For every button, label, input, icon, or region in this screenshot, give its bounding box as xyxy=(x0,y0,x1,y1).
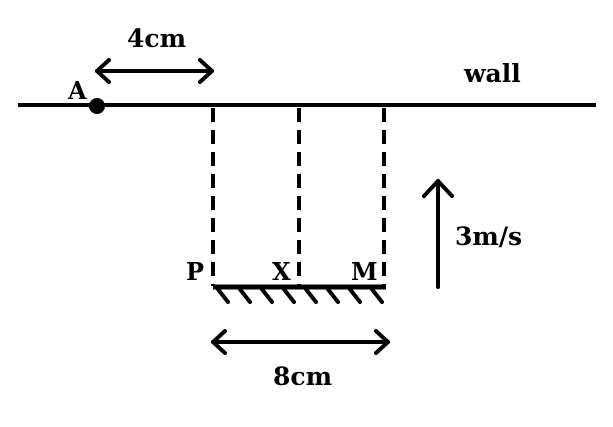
label-m: M xyxy=(351,257,378,286)
dist-bottom-label: 8cm xyxy=(273,362,332,391)
mirror-hatching xyxy=(215,286,384,304)
label-x: X xyxy=(272,257,291,286)
label-p: P xyxy=(186,257,204,286)
speed-label: 3m/s xyxy=(455,222,522,251)
velocity-arrow xyxy=(422,179,454,289)
dist-top-arrow xyxy=(95,58,214,84)
dist-bottom-arrow xyxy=(211,329,390,355)
point-a-dot xyxy=(89,98,105,114)
dist-top-label: 4cm xyxy=(127,24,186,53)
wall-label: wall xyxy=(463,59,521,88)
point-a-label: A xyxy=(67,76,87,105)
projection-lines xyxy=(211,108,386,286)
